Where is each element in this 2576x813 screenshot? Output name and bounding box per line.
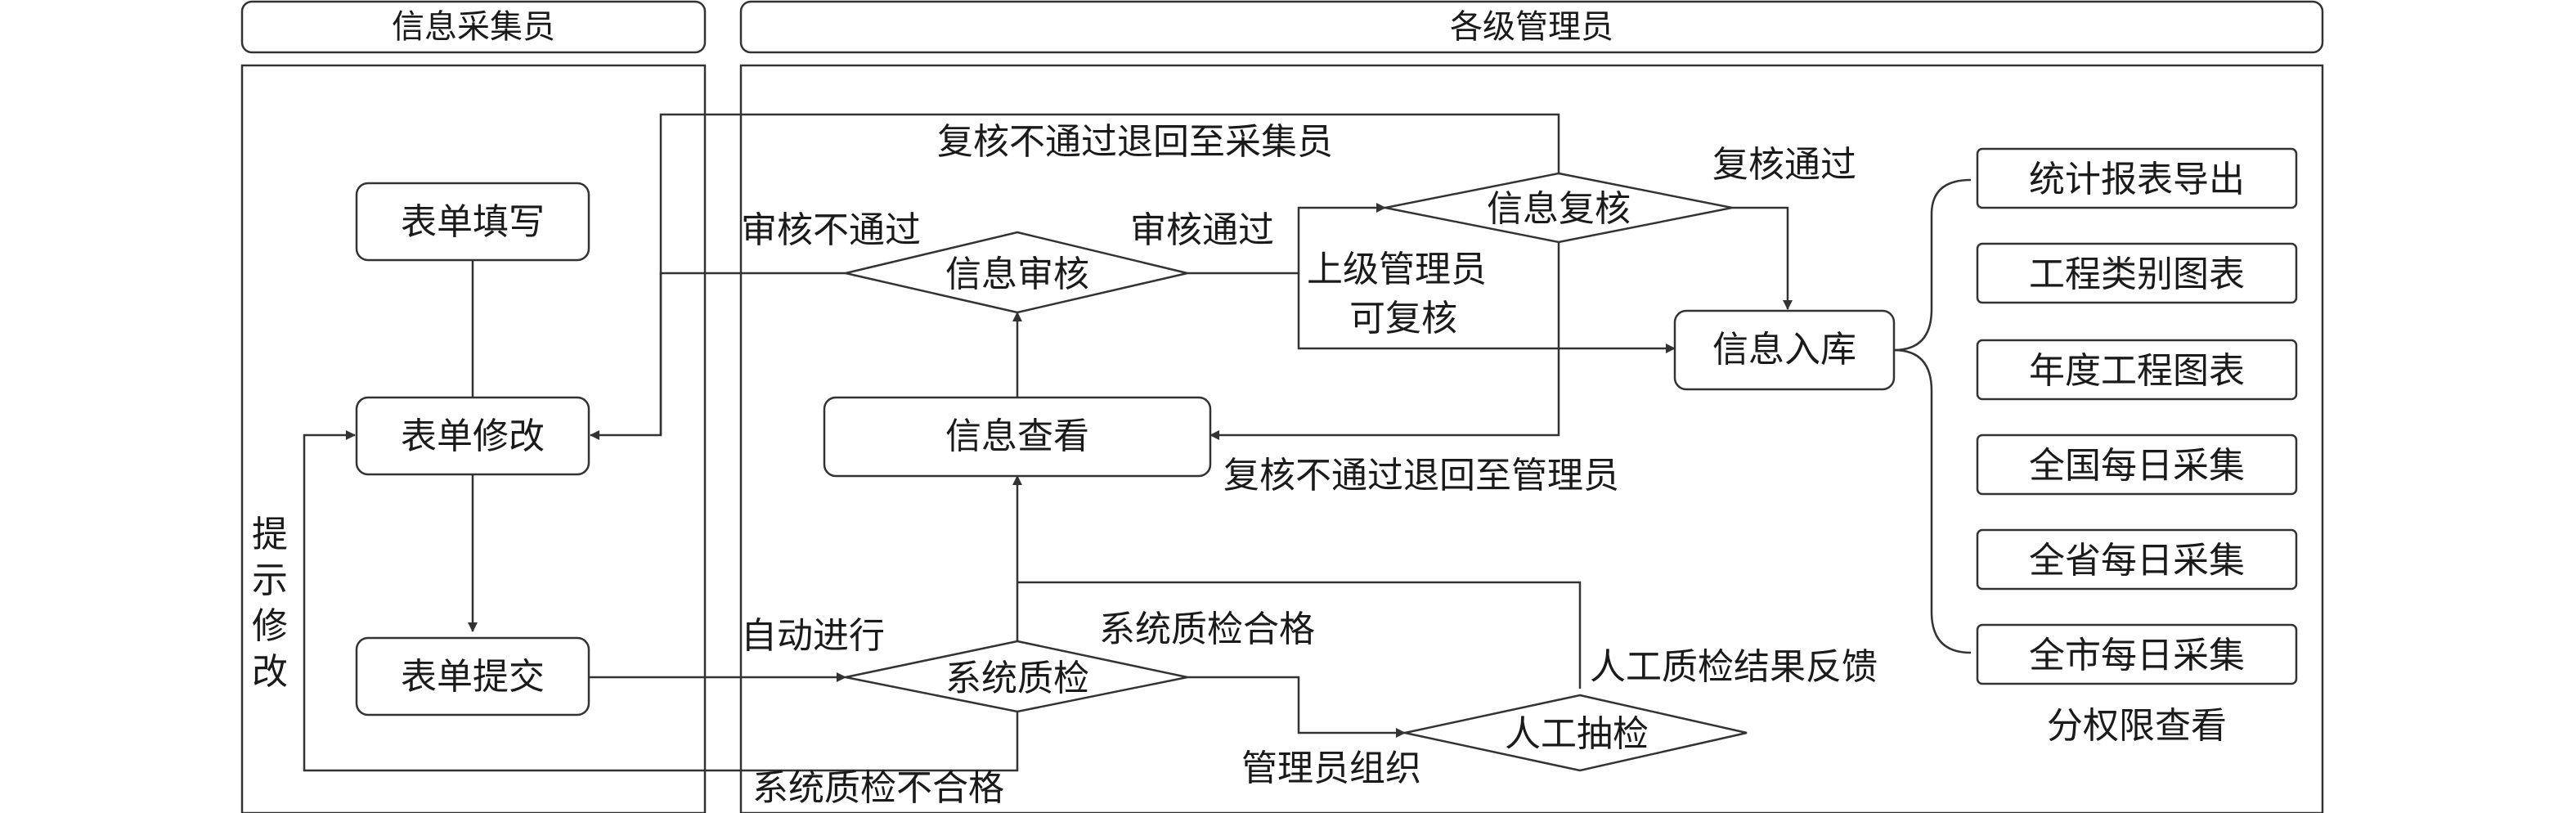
node-info-view: 信息查看 xyxy=(823,396,1212,478)
label-prompt-modify-char: 示 xyxy=(252,559,288,601)
output-item-label: 全国每日采集 xyxy=(2029,445,2245,487)
output-item: 统计报表导出 xyxy=(1976,147,2298,209)
edges xyxy=(303,113,1972,772)
node-info-recheck: 信息复核 xyxy=(1384,172,1733,244)
label-review-pass: 审核通过 xyxy=(1130,209,1274,251)
output-item: 工程类别图表 xyxy=(1976,242,2298,304)
edge-labels: 复核不通过退回至采集员 审核不通过 审核通过 复核通过 上级管理员 可复核 复核… xyxy=(252,121,1878,809)
node-modify-form: 表单修改 xyxy=(355,396,590,476)
label-prompt-modify: 提 示 修 改 xyxy=(252,514,288,693)
label-recheck-fail-to-collector: 复核不通过退回至采集员 xyxy=(937,121,1333,163)
label-qc-pass: 系统质检合格 xyxy=(1099,609,1315,650)
node-info-review: 信息审核 xyxy=(845,231,1188,314)
edge-review-to-store xyxy=(1297,273,1676,353)
label-upper-recheck-line2: 可复核 xyxy=(1349,298,1457,339)
edge-recheck-fail-to-view xyxy=(1209,242,1560,440)
label-upper-recheck-line1: 上级管理员 xyxy=(1307,249,1487,290)
edge-recheck-fail-to-collector xyxy=(659,113,1560,435)
label-auto-proceed: 自动进行 xyxy=(741,615,885,657)
lane-header-managers-label: 各级管理员 xyxy=(1450,8,1613,46)
node-info-store: 信息入库 xyxy=(1673,309,1896,391)
node-submit-form: 表单提交 xyxy=(355,636,590,716)
output-list: 统计报表导出 工程类别图表 年度工程图表 全国每日采集 全省每日采集 全市每日采… xyxy=(1976,147,2298,747)
output-item-label: 年度工程图表 xyxy=(2029,350,2245,392)
output-item-label: 统计报表导出 xyxy=(2029,159,2245,200)
output-item: 全省每日采集 xyxy=(1976,528,2298,591)
node-system-qc-label: 系统质检 xyxy=(945,658,1089,699)
output-item: 全市每日采集 xyxy=(1976,623,2298,685)
node-submit-form-label: 表单提交 xyxy=(401,656,545,698)
label-recheck-pass: 复核通过 xyxy=(1712,144,1856,186)
output-item-label: 全市每日采集 xyxy=(2029,635,2245,676)
node-modify-form-label: 表单修改 xyxy=(401,415,545,457)
edge-review-pass-to-recheck xyxy=(1187,203,1386,275)
edge-manual-feedback xyxy=(1017,581,1582,689)
node-info-view-label: 信息查看 xyxy=(945,415,1089,457)
label-recheck-fail-to-manager: 复核不通过退回至管理员 xyxy=(1223,455,1619,496)
label-review-fail: 审核不通过 xyxy=(741,209,921,251)
node-fill-form-label: 表单填写 xyxy=(401,201,545,243)
edge-qc-to-manual xyxy=(1187,676,1406,738)
label-admin-organize: 管理员组织 xyxy=(1241,748,1421,789)
output-caption: 分权限查看 xyxy=(2047,705,2227,747)
output-item-label: 工程类别图表 xyxy=(2029,254,2245,295)
node-manual-sampling-label: 人工抽检 xyxy=(1505,713,1649,755)
brace-upper xyxy=(1893,178,1972,352)
output-item: 全国每日采集 xyxy=(1976,433,2298,496)
node-info-store-label: 信息入库 xyxy=(1712,329,1856,371)
edge-qc-fail-to-modify xyxy=(303,430,1019,772)
node-system-qc: 系统质检 xyxy=(845,640,1188,713)
label-prompt-modify-char: 修 xyxy=(252,605,288,647)
lane-header-collector-label: 信息采集员 xyxy=(392,8,555,46)
node-info-recheck-label: 信息复核 xyxy=(1487,188,1631,230)
node-manual-sampling: 人工抽检 xyxy=(1404,694,1748,772)
label-prompt-modify-char: 改 xyxy=(252,651,288,693)
output-item: 年度工程图表 xyxy=(1976,339,2298,401)
label-manual-feedback: 人工质检结果反馈 xyxy=(1590,646,1878,688)
node-fill-form: 表单填写 xyxy=(355,182,590,262)
output-item-label: 全省每日采集 xyxy=(2029,540,2245,582)
node-info-review-label: 信息审核 xyxy=(945,254,1089,295)
label-prompt-modify-char: 提 xyxy=(252,514,288,555)
brace-lower xyxy=(1893,348,1972,654)
lane-header-collector: 信息采集员 xyxy=(240,0,707,54)
edge-recheck-pass-to-store xyxy=(1732,206,1793,310)
lane-header-managers: 各级管理员 xyxy=(739,0,2324,54)
label-qc-fail: 系统质检不合格 xyxy=(752,767,1004,809)
